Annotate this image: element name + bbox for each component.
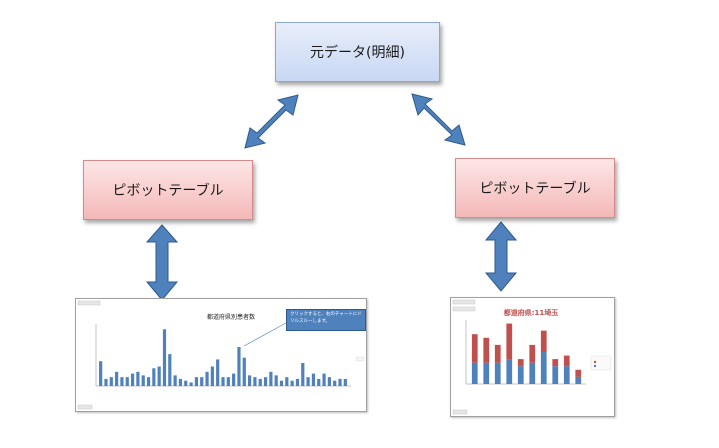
chart-right-bar-lower[interactable]	[506, 359, 513, 384]
chart-left-bar[interactable]	[157, 366, 161, 386]
arrow-right-pivot-to-chart	[484, 221, 518, 292]
chart-left-bar[interactable]	[141, 375, 145, 386]
chart-left-bar[interactable]	[237, 347, 241, 386]
chart-left-bar[interactable]	[130, 373, 135, 386]
chart-right-filter-button	[452, 299, 476, 305]
chart-left-bar[interactable]	[109, 377, 113, 386]
chart-left-bar[interactable]	[311, 373, 316, 386]
chart-left-bar[interactable]	[173, 375, 177, 386]
chart-right-bar-lower[interactable]	[483, 362, 490, 384]
chart-left-bar[interactable]	[327, 377, 331, 386]
chart-left-thumbnail: 都道府県別患者数 クリックすると、右のチャートにドリルスルーします。	[75, 298, 367, 412]
chart-right-bar-upper[interactable]	[552, 359, 559, 367]
chart-right-bar-lower[interactable]	[494, 362, 501, 384]
chart-left-bar[interactable]	[194, 377, 198, 386]
chart-left-bar[interactable]	[125, 377, 129, 386]
chart-left-filter-button	[77, 300, 101, 306]
chart-left-bar[interactable]	[221, 377, 225, 386]
chart-right-legend	[590, 355, 612, 371]
chart-right-bar-lower[interactable]	[471, 362, 478, 384]
chart-left-bar[interactable]	[146, 377, 151, 386]
chart-right-bar-lower[interactable]	[517, 366, 524, 384]
chart-left-svg: 都道府県別患者数	[77, 300, 365, 410]
chart-left-bar[interactable]	[226, 377, 230, 386]
chart-right-bar-upper[interactable]	[483, 337, 490, 363]
chart-left-bar[interactable]	[99, 361, 103, 386]
chart-left-bar[interactable]	[200, 377, 204, 386]
chart-right-bar-upper[interactable]	[575, 369, 582, 377]
arrow-source-to-right-pivot	[411, 93, 466, 146]
source-data-label: 元データ(明細)	[310, 45, 405, 61]
chart-right-thumbnail: 都道府県:11埼玉	[450, 297, 615, 417]
chart-right-bar-lower[interactable]	[575, 376, 582, 384]
pivot-table-right-label: ピボットテーブル	[479, 181, 591, 197]
chart-left-bar[interactable]	[104, 378, 108, 386]
chart-left-bar[interactable]	[295, 378, 300, 386]
chart-left-bar[interactable]	[253, 377, 257, 386]
chart-left-bar[interactable]	[232, 373, 236, 386]
chart-left-bar[interactable]	[115, 371, 119, 386]
chart-left-bar[interactable]	[136, 371, 140, 386]
chart-right-axis-button	[452, 409, 468, 415]
pivot-table-left-label: ピボットテーブル	[112, 183, 224, 199]
chart-left-bar[interactable]	[306, 377, 310, 386]
pivot-table-right-box: ピボットテーブル	[455, 158, 615, 218]
chart-left-bar[interactable]	[162, 329, 167, 386]
chart-right-filter-button-2	[452, 306, 476, 312]
chart-left-callout: クリックすると、右のチャートにドリルスルーします。	[286, 309, 366, 331]
chart-left-bar[interactable]	[258, 378, 262, 386]
callout-pointer-line	[243, 322, 287, 347]
chart-right-bar-upper[interactable]	[563, 355, 570, 367]
chart-right-bar-upper[interactable]	[529, 344, 536, 363]
chart-left-title: 都道府県別患者数	[207, 313, 255, 321]
chart-right-bar-lower[interactable]	[552, 366, 559, 384]
chart-left-bar[interactable]	[301, 362, 305, 386]
chart-left-bar[interactable]	[317, 378, 321, 386]
chart-left-bar[interactable]	[216, 359, 220, 386]
chart-left-bar[interactable]	[269, 371, 273, 386]
chart-left-legend	[355, 356, 365, 362]
chart-left-bar[interactable]	[178, 378, 183, 386]
chart-left-bar[interactable]	[333, 380, 337, 386]
chart-left-bar[interactable]	[205, 371, 209, 386]
chart-left-bar[interactable]	[343, 378, 347, 386]
chart-right-bar-upper[interactable]	[471, 334, 478, 363]
chart-right-bar-upper[interactable]	[540, 330, 547, 352]
chart-left-bar[interactable]	[338, 378, 342, 386]
chart-left-bar[interactable]	[248, 375, 252, 386]
chart-right-title: 都道府県:11埼玉	[503, 308, 559, 317]
chart-left-bar[interactable]	[242, 357, 246, 386]
chart-right-bar-upper[interactable]	[517, 359, 524, 367]
chart-right-bar-upper[interactable]	[494, 344, 501, 363]
chart-left-bar[interactable]	[189, 382, 193, 386]
chart-left-bar[interactable]	[168, 354, 172, 386]
chart-left-bar[interactable]	[322, 373, 326, 386]
chart-left-bar[interactable]	[290, 380, 294, 386]
chart-right-svg: 都道府県:11埼玉	[452, 299, 612, 415]
chart-left-bar[interactable]	[285, 377, 289, 386]
chart-left-bar[interactable]	[279, 380, 284, 386]
arrow-source-to-left-pivot	[244, 94, 299, 149]
arrow-left-pivot-to-chart	[145, 224, 179, 301]
chart-left-bar[interactable]	[152, 368, 156, 386]
source-data-box: 元データ(明細)	[275, 22, 440, 82]
chart-left-bar[interactable]	[120, 377, 124, 386]
chart-right-bar-lower[interactable]	[563, 366, 570, 384]
legend-marker-red	[593, 360, 597, 364]
chart-left-axis-button	[77, 404, 93, 410]
pivot-table-left-box: ピボットテーブル	[83, 160, 253, 220]
chart-right-bar-lower[interactable]	[529, 362, 536, 384]
chart-right-bar-lower[interactable]	[540, 352, 547, 384]
legend-marker-blue	[593, 364, 597, 368]
chart-left-bar[interactable]	[274, 375, 278, 386]
chart-left-bar[interactable]	[210, 366, 214, 386]
chart-left-bar[interactable]	[184, 380, 188, 386]
chart-right-bar-upper[interactable]	[506, 323, 513, 360]
chart-left-bar[interactable]	[263, 377, 268, 386]
